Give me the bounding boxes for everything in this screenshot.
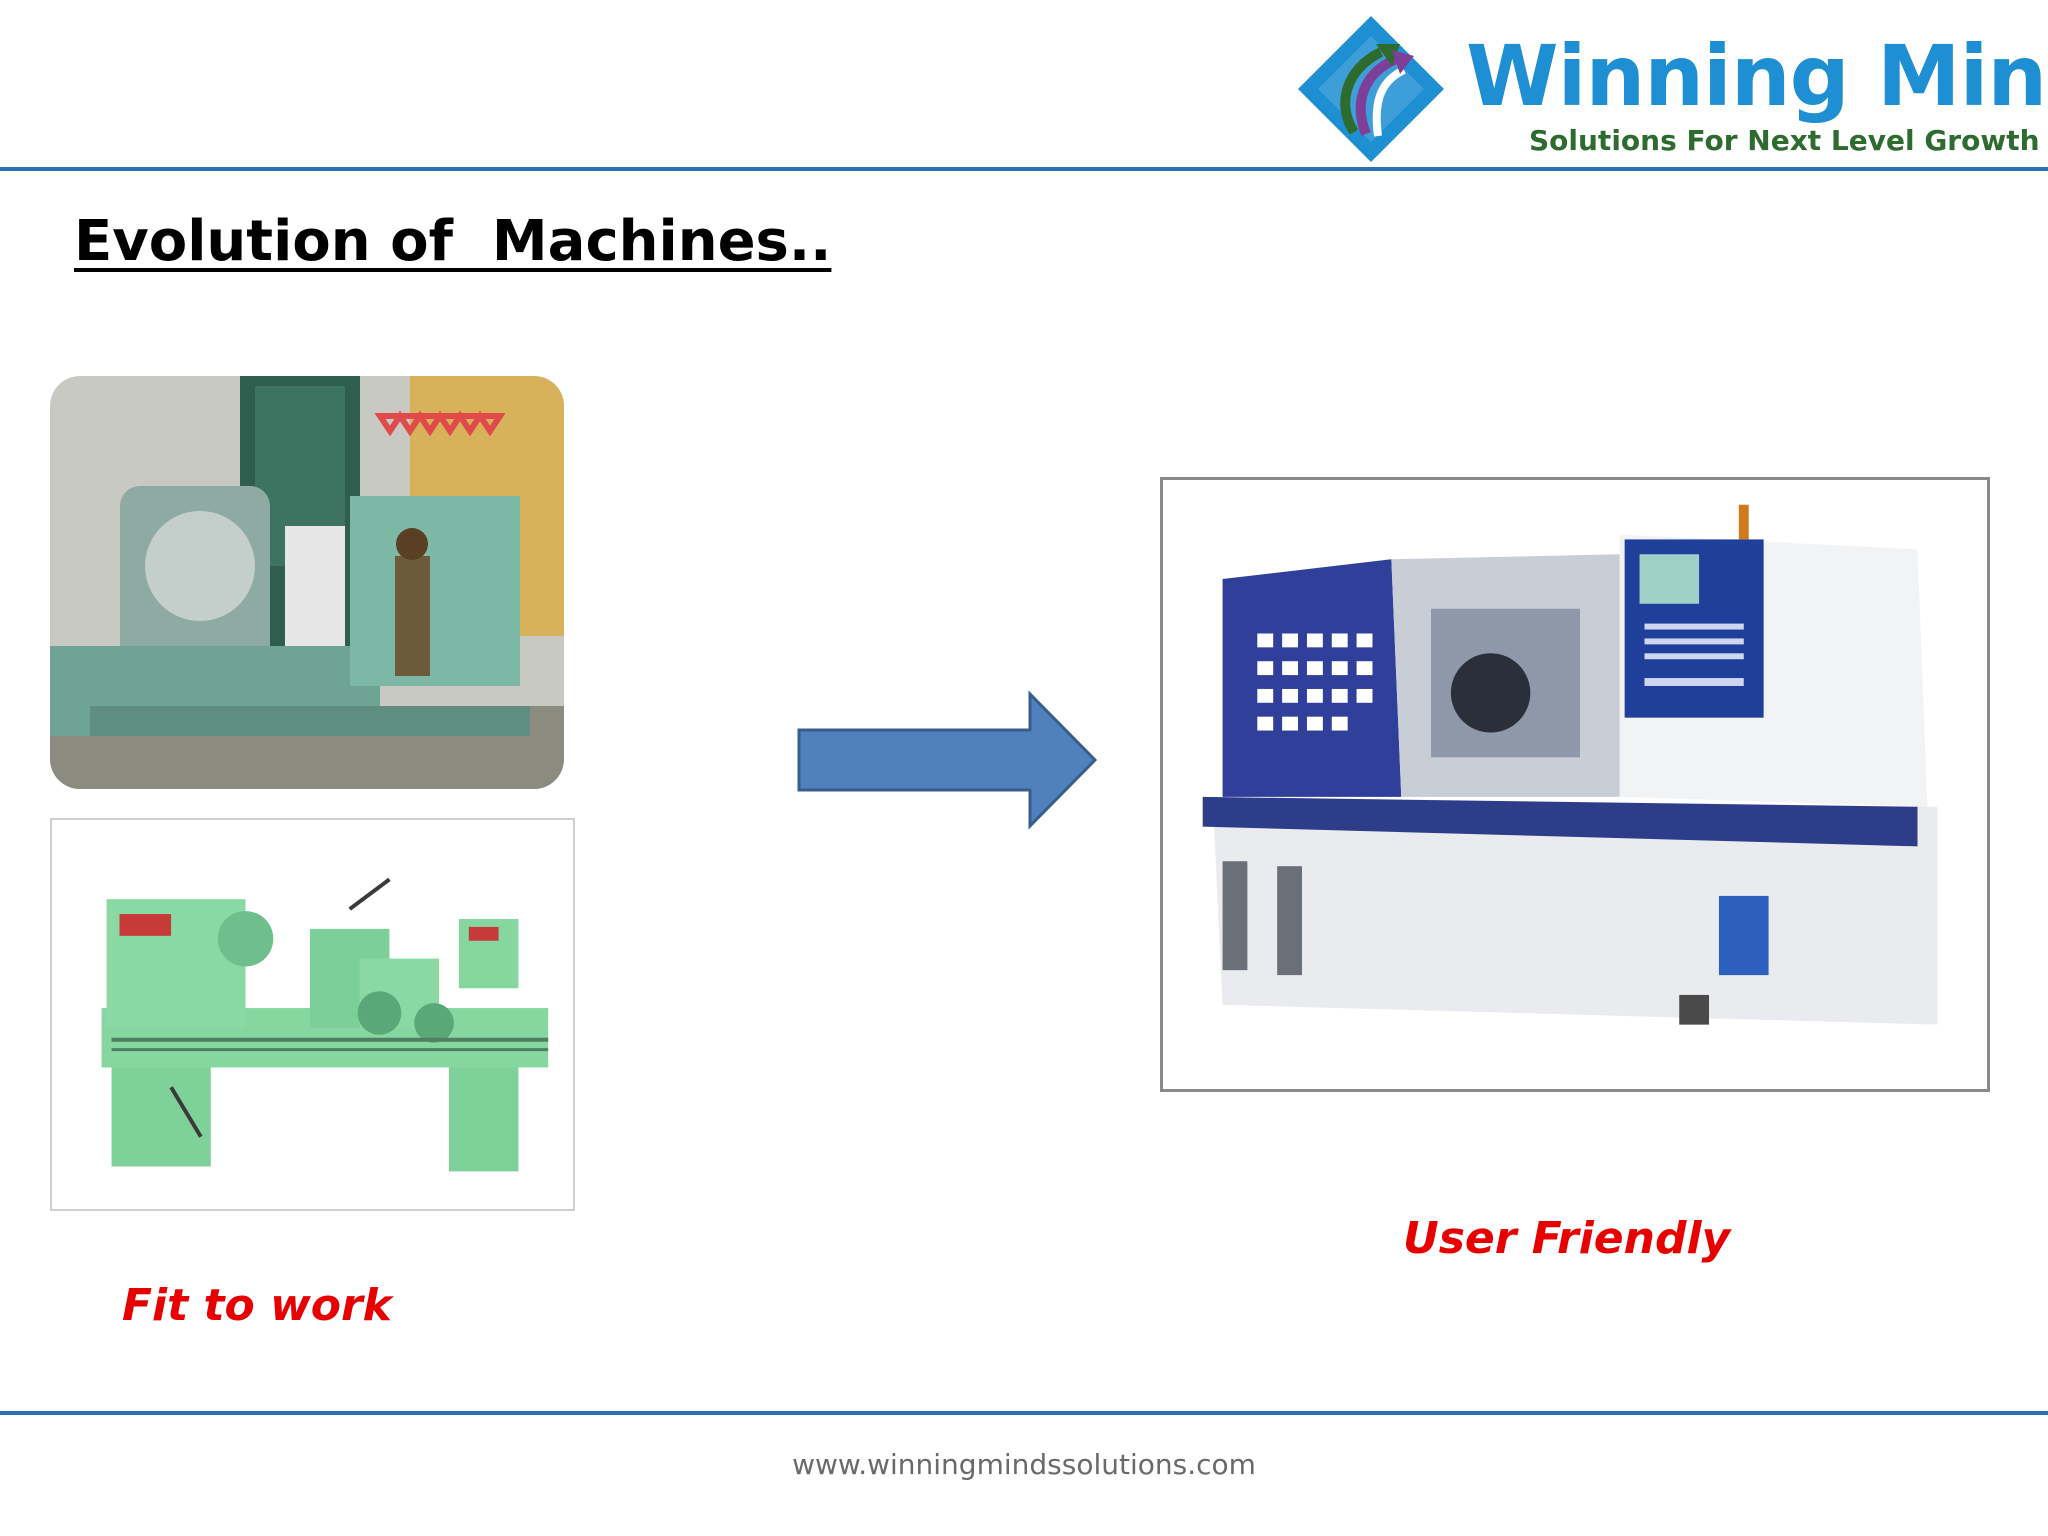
old-industrial-machine-icon <box>50 376 564 789</box>
brand-logo: Winning Minds Solutions For Next Level G… <box>1296 14 2048 164</box>
slide-title: Evolution of Machines.. <box>74 209 832 274</box>
caption-user-friendly: User Friendly <box>1403 1213 1731 1264</box>
footer-website-link[interactable]: www.winningmindssolutions.com <box>792 1448 1256 1481</box>
cnc-machine-photo <box>1160 477 1990 1092</box>
conventional-lathe-icon <box>52 820 573 1209</box>
caption-fit-to-work: Fit to work <box>122 1280 392 1331</box>
brand-name: Winning Minds <box>1466 27 2048 125</box>
lathe-photo <box>50 818 575 1211</box>
cnc-machine-icon <box>1163 480 1987 1089</box>
header-divider <box>0 167 2048 171</box>
keypad-buttons <box>1257 633 1373 731</box>
brand-tagline: Solutions For Next Level Growth <box>1529 124 2040 157</box>
winning-minds-logo-icon <box>1298 16 1444 162</box>
footer-divider <box>0 1411 2048 1415</box>
old-machine-photo <box>50 376 564 789</box>
right-arrow-icon <box>797 690 1097 830</box>
